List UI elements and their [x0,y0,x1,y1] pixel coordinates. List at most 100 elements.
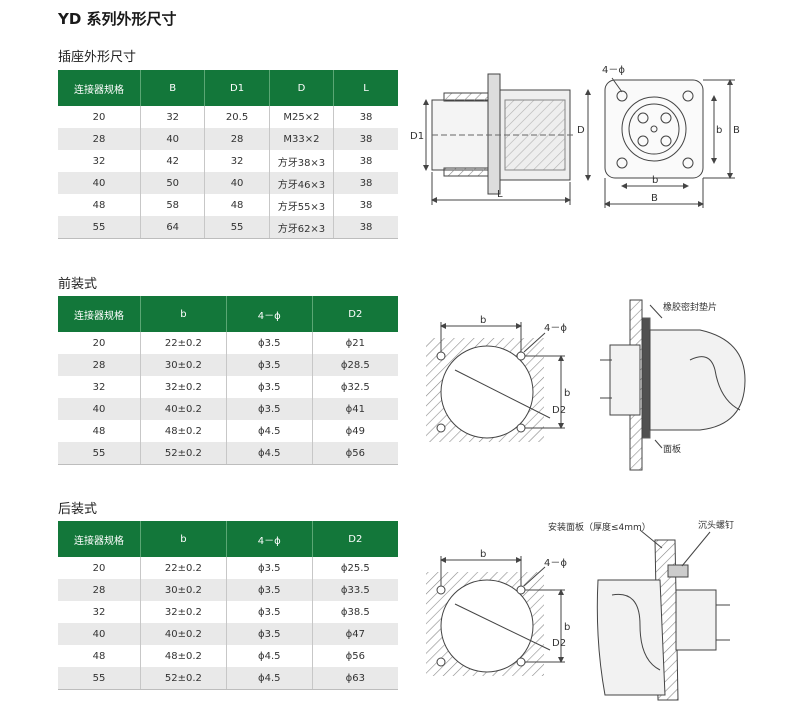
table-cell: ϕ56 [312,442,398,465]
table-header-row: 连接器规格 b 4－ϕ D2 [58,296,398,332]
table-cell: ϕ3.5 [226,557,313,579]
label-socket-B: B [651,193,658,204]
label-socket-b-vertical: b [716,125,722,136]
col-header: D2 [312,521,398,557]
col-header: b [140,296,227,332]
table-cell: 64 [140,216,206,239]
label-rear-panel: 安装面板（厚度≤4mm） [548,521,651,533]
label-socket-B-vertical: B [733,125,740,136]
table-cell: 48 [58,420,141,442]
col-header: 4－ϕ [226,521,313,557]
col-header: 连接器规格 [58,296,141,332]
label-socket-holes: 4－ϕ [602,65,625,76]
table-cell: ϕ3.5 [226,623,313,645]
label-d: D [577,125,585,136]
col-header: D1 [204,70,270,106]
table-cell: 48 [58,194,141,216]
table-cell: ϕ3.5 [226,601,313,623]
socket-front-view [604,77,735,208]
table-cell: 32±0.2 [140,376,227,398]
table-cell: M33×2 [269,128,335,150]
table-cell: 28 [58,128,141,150]
label-d1: D1 [410,131,424,142]
col-header: b [140,521,227,557]
table-cell: ϕ4.5 [226,442,313,465]
table-cell: 32 [58,376,141,398]
table-cell: 32 [58,601,141,623]
table-cell: 32 [58,150,141,172]
table-cell: 38 [333,128,398,150]
table-cell: 方牙46×3 [269,172,335,194]
table-cell: 30±0.2 [140,354,227,376]
table-cell: ϕ32.5 [340,381,370,393]
table-cell: ϕ3.5 [226,376,313,398]
section-title-socket: 插座外形尺寸 [58,50,137,65]
col-header: 连接器规格 [58,70,141,106]
label-rear-b-vertical: b [564,622,570,633]
table-cell: 48 [58,645,141,667]
table-cell: 方牙38×3 [269,150,335,172]
page-title: YD 系列外形尺寸 [58,10,177,28]
table-cell: ϕ3.5 [226,398,313,420]
table-cell: 55 [58,216,141,239]
rear-mount-section [596,529,730,701]
table-cell: ϕ38.5 [340,606,370,618]
table-cell: ϕ47 [312,623,398,645]
label-rear-b: b [480,549,486,560]
label-front-b-vertical: b [564,388,570,399]
label-rear-holes: 4－ϕ [544,558,567,569]
table-cell: ϕ4.5 [226,645,313,667]
label-l: L [497,189,503,200]
table-cell: 55 [58,442,141,465]
col-header: B [140,70,206,106]
table-cell: ϕ49 [345,425,365,437]
col-header: L [333,70,398,106]
table-cell: ϕ3.5 [226,579,313,601]
table-cell: 48±0.2 [140,420,227,442]
table-cell: 48 [204,194,270,216]
table-cell: 方牙55×3 [269,194,335,216]
table-cell: 20 [58,332,141,354]
table-cell: 38 [359,111,373,123]
table-cell: ϕ3.5 [226,354,313,376]
table-cell: 40 [140,128,206,150]
table-cell: 38 [359,155,373,167]
table-cell: 40±0.2 [140,623,227,645]
front-cutout-view [426,322,565,442]
col-header: D2 [312,296,398,332]
label-gasket: 橡胶密封垫片 [663,301,717,313]
col-header: D [269,70,335,106]
table-cell: 38 [333,216,398,239]
table-cell: 22±0.2 [140,557,227,579]
section-title-rear: 后装式 [58,502,98,517]
rear-cutout-view [426,556,565,676]
table-cell: 48±0.2 [140,645,227,667]
table-cell: 40±0.2 [140,398,227,420]
table-cell: 42 [140,150,206,172]
label-socket-b: b [652,175,658,186]
table-cell: 20 [58,557,141,579]
front-mount-section [600,299,746,471]
table-cell: 32±0.2 [140,601,227,623]
label-front-b: b [480,315,486,326]
table-cell: ϕ3.5 [226,332,313,354]
table-header-row: 连接器规格 B D1 D L [58,70,398,106]
label-front-panel: 面板 [663,443,681,455]
